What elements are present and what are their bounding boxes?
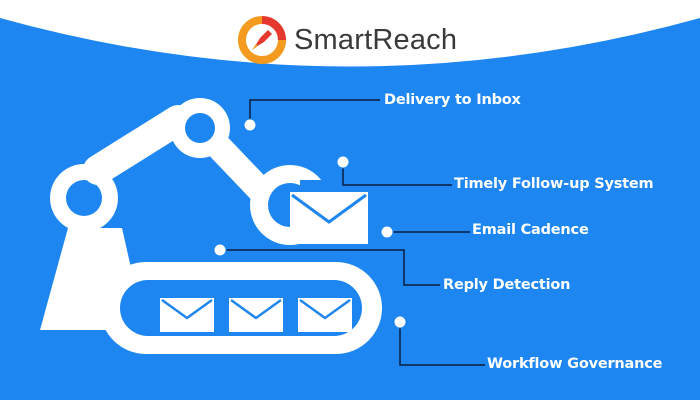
feature-label-follow-up: Timely Follow-up System [454,176,654,192]
callout-lines [220,99,485,366]
header-arc [0,0,700,67]
brand-logo: SmartReach [238,12,457,68]
feature-label-cadence: Email Cadence [472,222,589,238]
feature-label-delivery: Delivery to Inbox [384,92,521,108]
feature-label-governance: Workflow Governance [487,356,663,372]
rocket-flame-logo-icon [238,16,286,64]
callout-dots [213,118,407,329]
belt-envelopes [160,298,352,332]
envelope-icon [290,192,368,244]
feature-label-reply: Reply Detection [443,277,571,293]
brand-name: SmartReach [294,23,458,56]
